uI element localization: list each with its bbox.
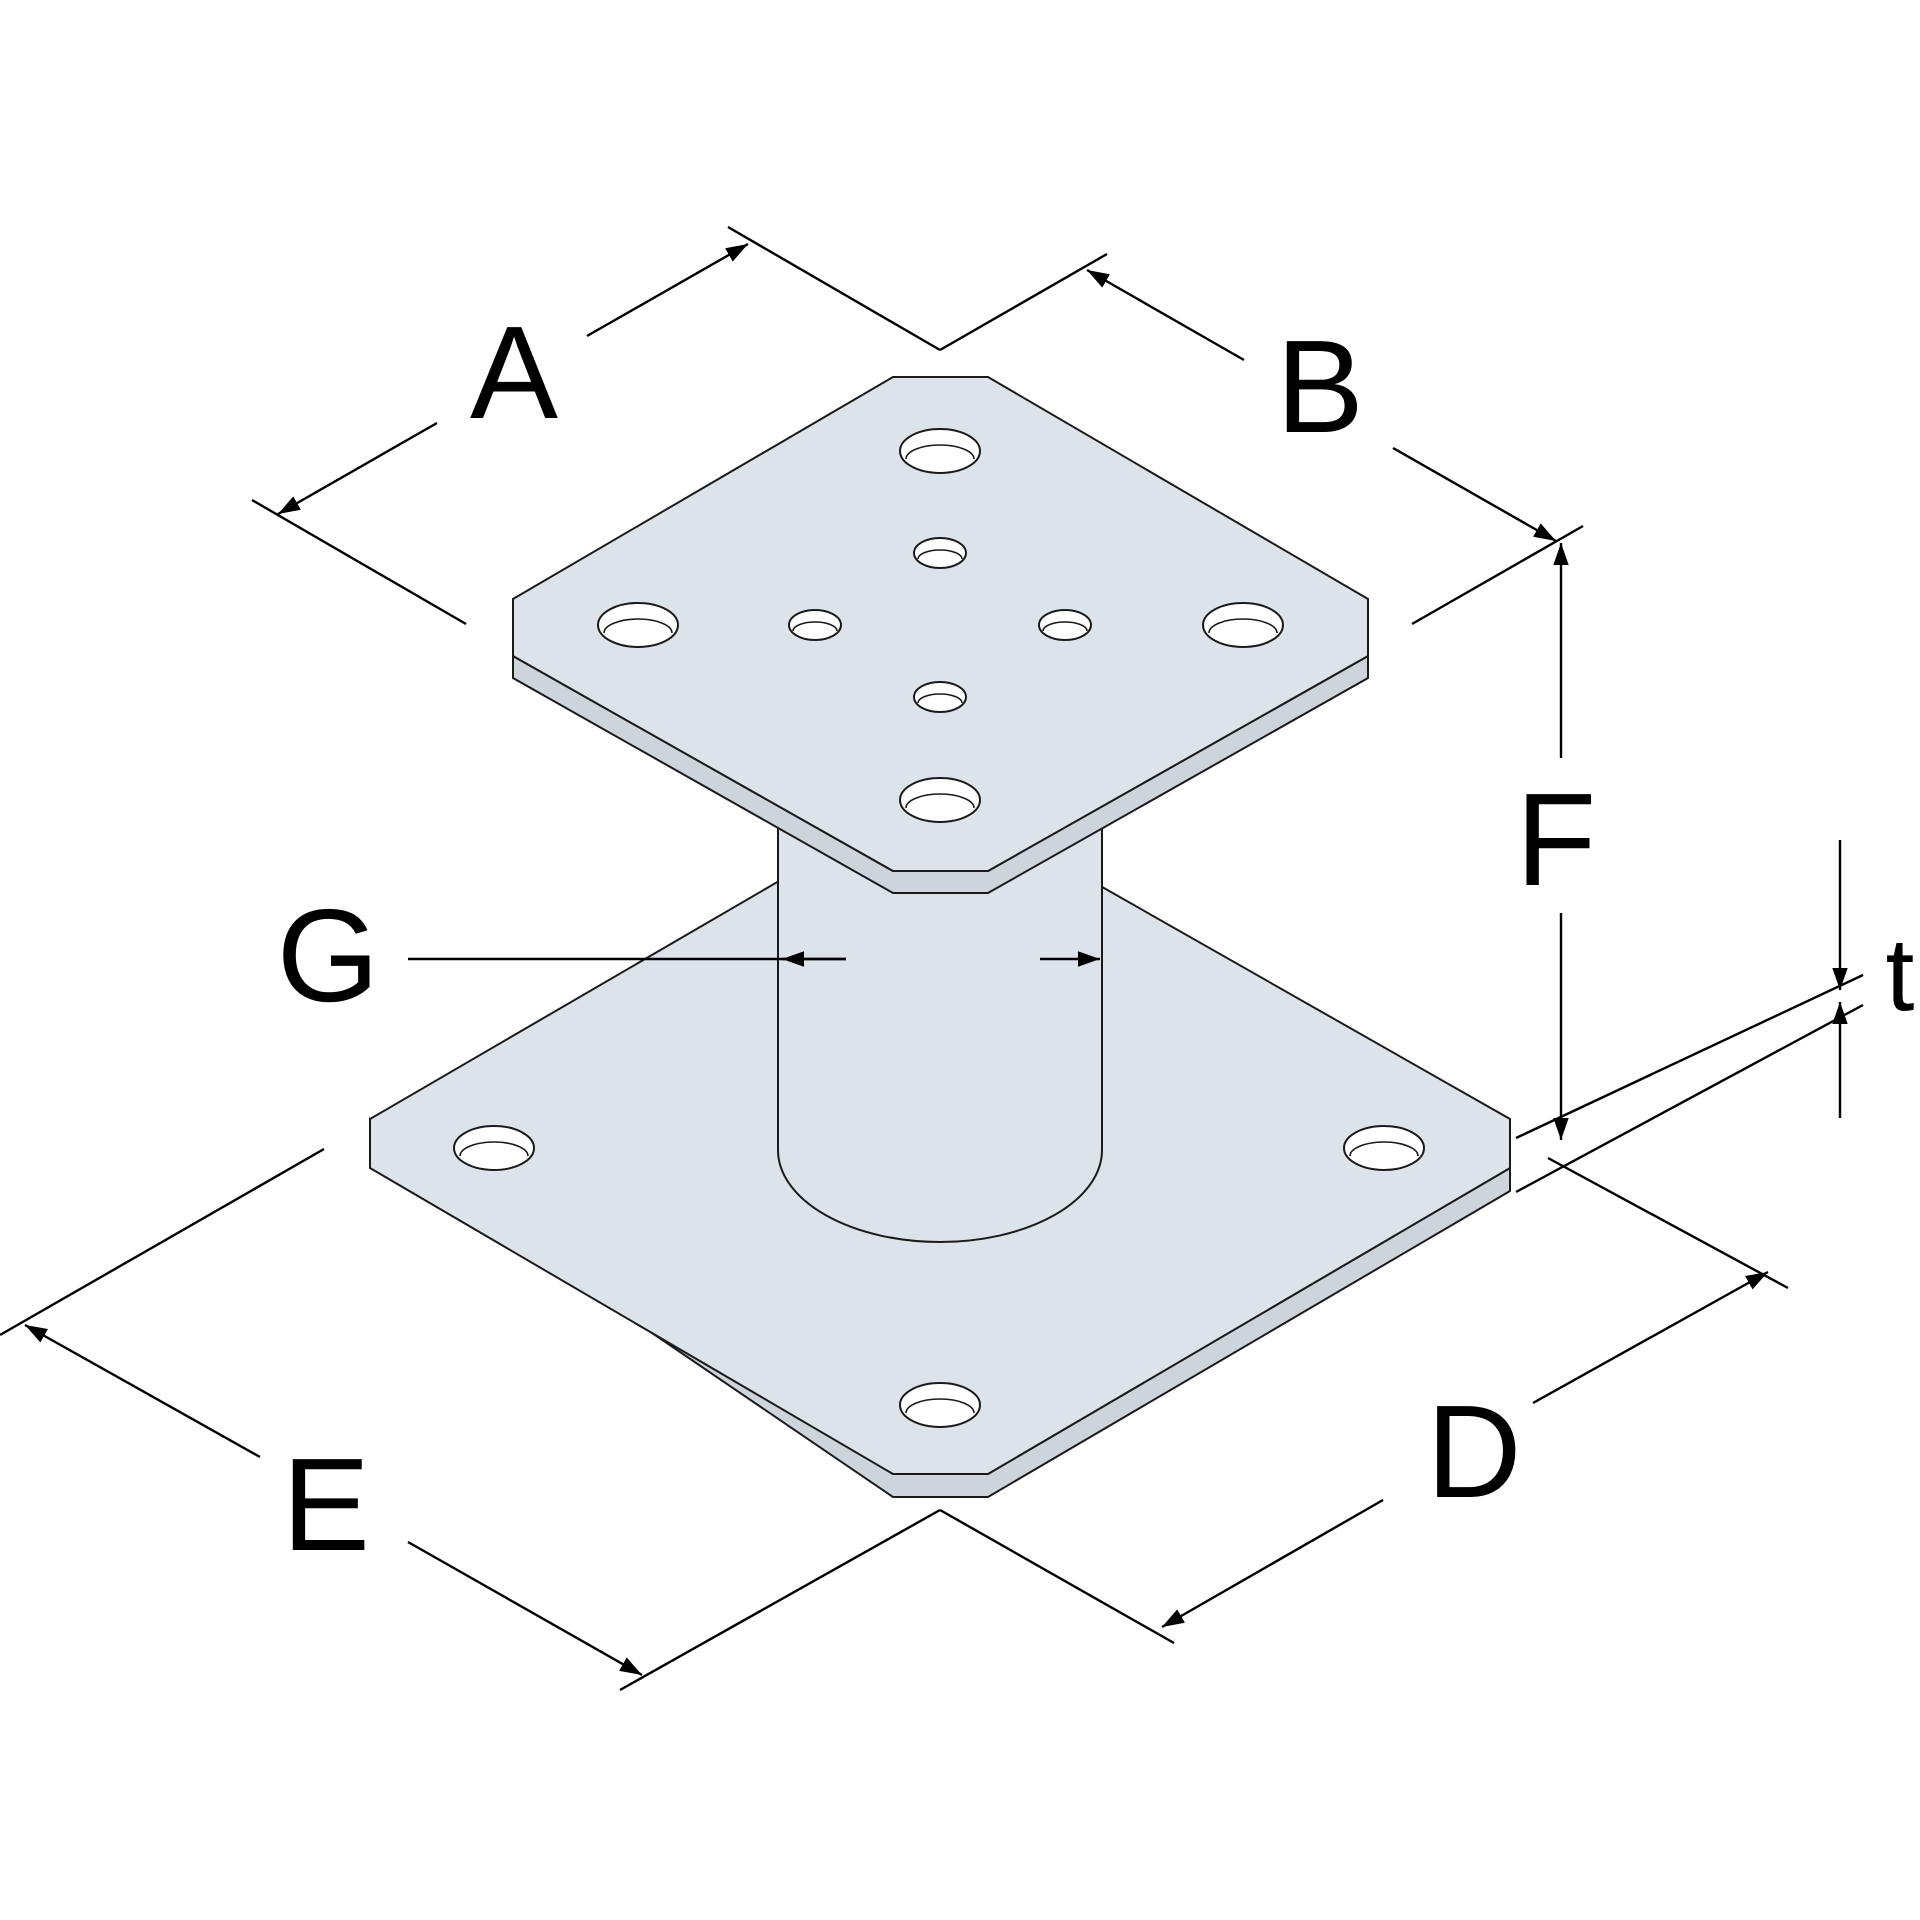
hole-inner-edge	[905, 444, 975, 460]
hole-inner-edge	[917, 549, 963, 560]
extension-line	[1515, 973, 1864, 1140]
top-plate-hole-left	[597, 602, 679, 648]
top-plate-small-hole-back	[913, 537, 967, 569]
extension-line	[1515, 1003, 1864, 1194]
dimension-t	[1515, 840, 1864, 1194]
hole-inner-edge	[1208, 618, 1278, 634]
dimension-e	[0, 1147, 941, 1692]
base-plate-hole-front	[899, 1382, 981, 1428]
label-t: t	[1886, 917, 1915, 1033]
support-tube	[777, 821, 1103, 1243]
extension-line	[939, 252, 1108, 352]
dimension-arrow	[1086, 268, 1245, 362]
base-plate-hole-right	[1343, 1125, 1425, 1171]
top-plate-top-face	[512, 376, 1369, 872]
hole-inner-edge	[905, 793, 975, 809]
dimension-arrow	[1161, 1498, 1384, 1629]
top-plate-small-hole-left	[788, 609, 842, 641]
extension-line	[619, 1508, 941, 1692]
dimension-arrow	[1532, 1270, 1769, 1405]
top-plate-small-hole-right	[1038, 609, 1092, 641]
dimension-arrow	[1392, 446, 1557, 543]
top-plate-small-hole-front	[913, 681, 967, 713]
top-plate	[512, 376, 1369, 894]
extension-line	[251, 498, 467, 626]
top-plate-hole-back	[899, 428, 981, 474]
hole-inner-edge	[1349, 1141, 1419, 1157]
label-b: B	[1276, 313, 1364, 460]
dimension-arrow	[277, 421, 438, 516]
label-a: A	[470, 299, 558, 446]
extension-line	[0, 1147, 325, 1337]
extension-line	[1547, 1156, 1789, 1290]
dimension-arrow	[24, 1323, 261, 1459]
label-f: F	[1516, 766, 1597, 913]
label-e: E	[282, 1431, 370, 1578]
hole-inner-edge	[603, 618, 673, 634]
base-plate-hole-left	[453, 1125, 535, 1171]
dimension-arrow	[407, 1540, 643, 1677]
top-plate-hole-front	[899, 777, 981, 823]
label-g: G	[277, 882, 380, 1029]
extension-line	[939, 1508, 1175, 1645]
hole-inner-edge	[1042, 621, 1088, 632]
extension-line	[1411, 524, 1584, 626]
hole-inner-edge	[905, 1398, 975, 1414]
top-plate-hole-right	[1202, 602, 1284, 648]
dimension-arrow	[586, 242, 749, 338]
dimension-a	[251, 225, 941, 626]
dimension-b	[939, 252, 1584, 626]
label-d: D	[1426, 1378, 1521, 1525]
hole-inner-edge	[917, 693, 963, 704]
hole-inner-edge	[459, 1141, 529, 1157]
dimension-d	[939, 1156, 1789, 1645]
extension-line	[727, 225, 941, 352]
tube-body	[777, 821, 1103, 1243]
hole-inner-edge	[792, 621, 838, 632]
